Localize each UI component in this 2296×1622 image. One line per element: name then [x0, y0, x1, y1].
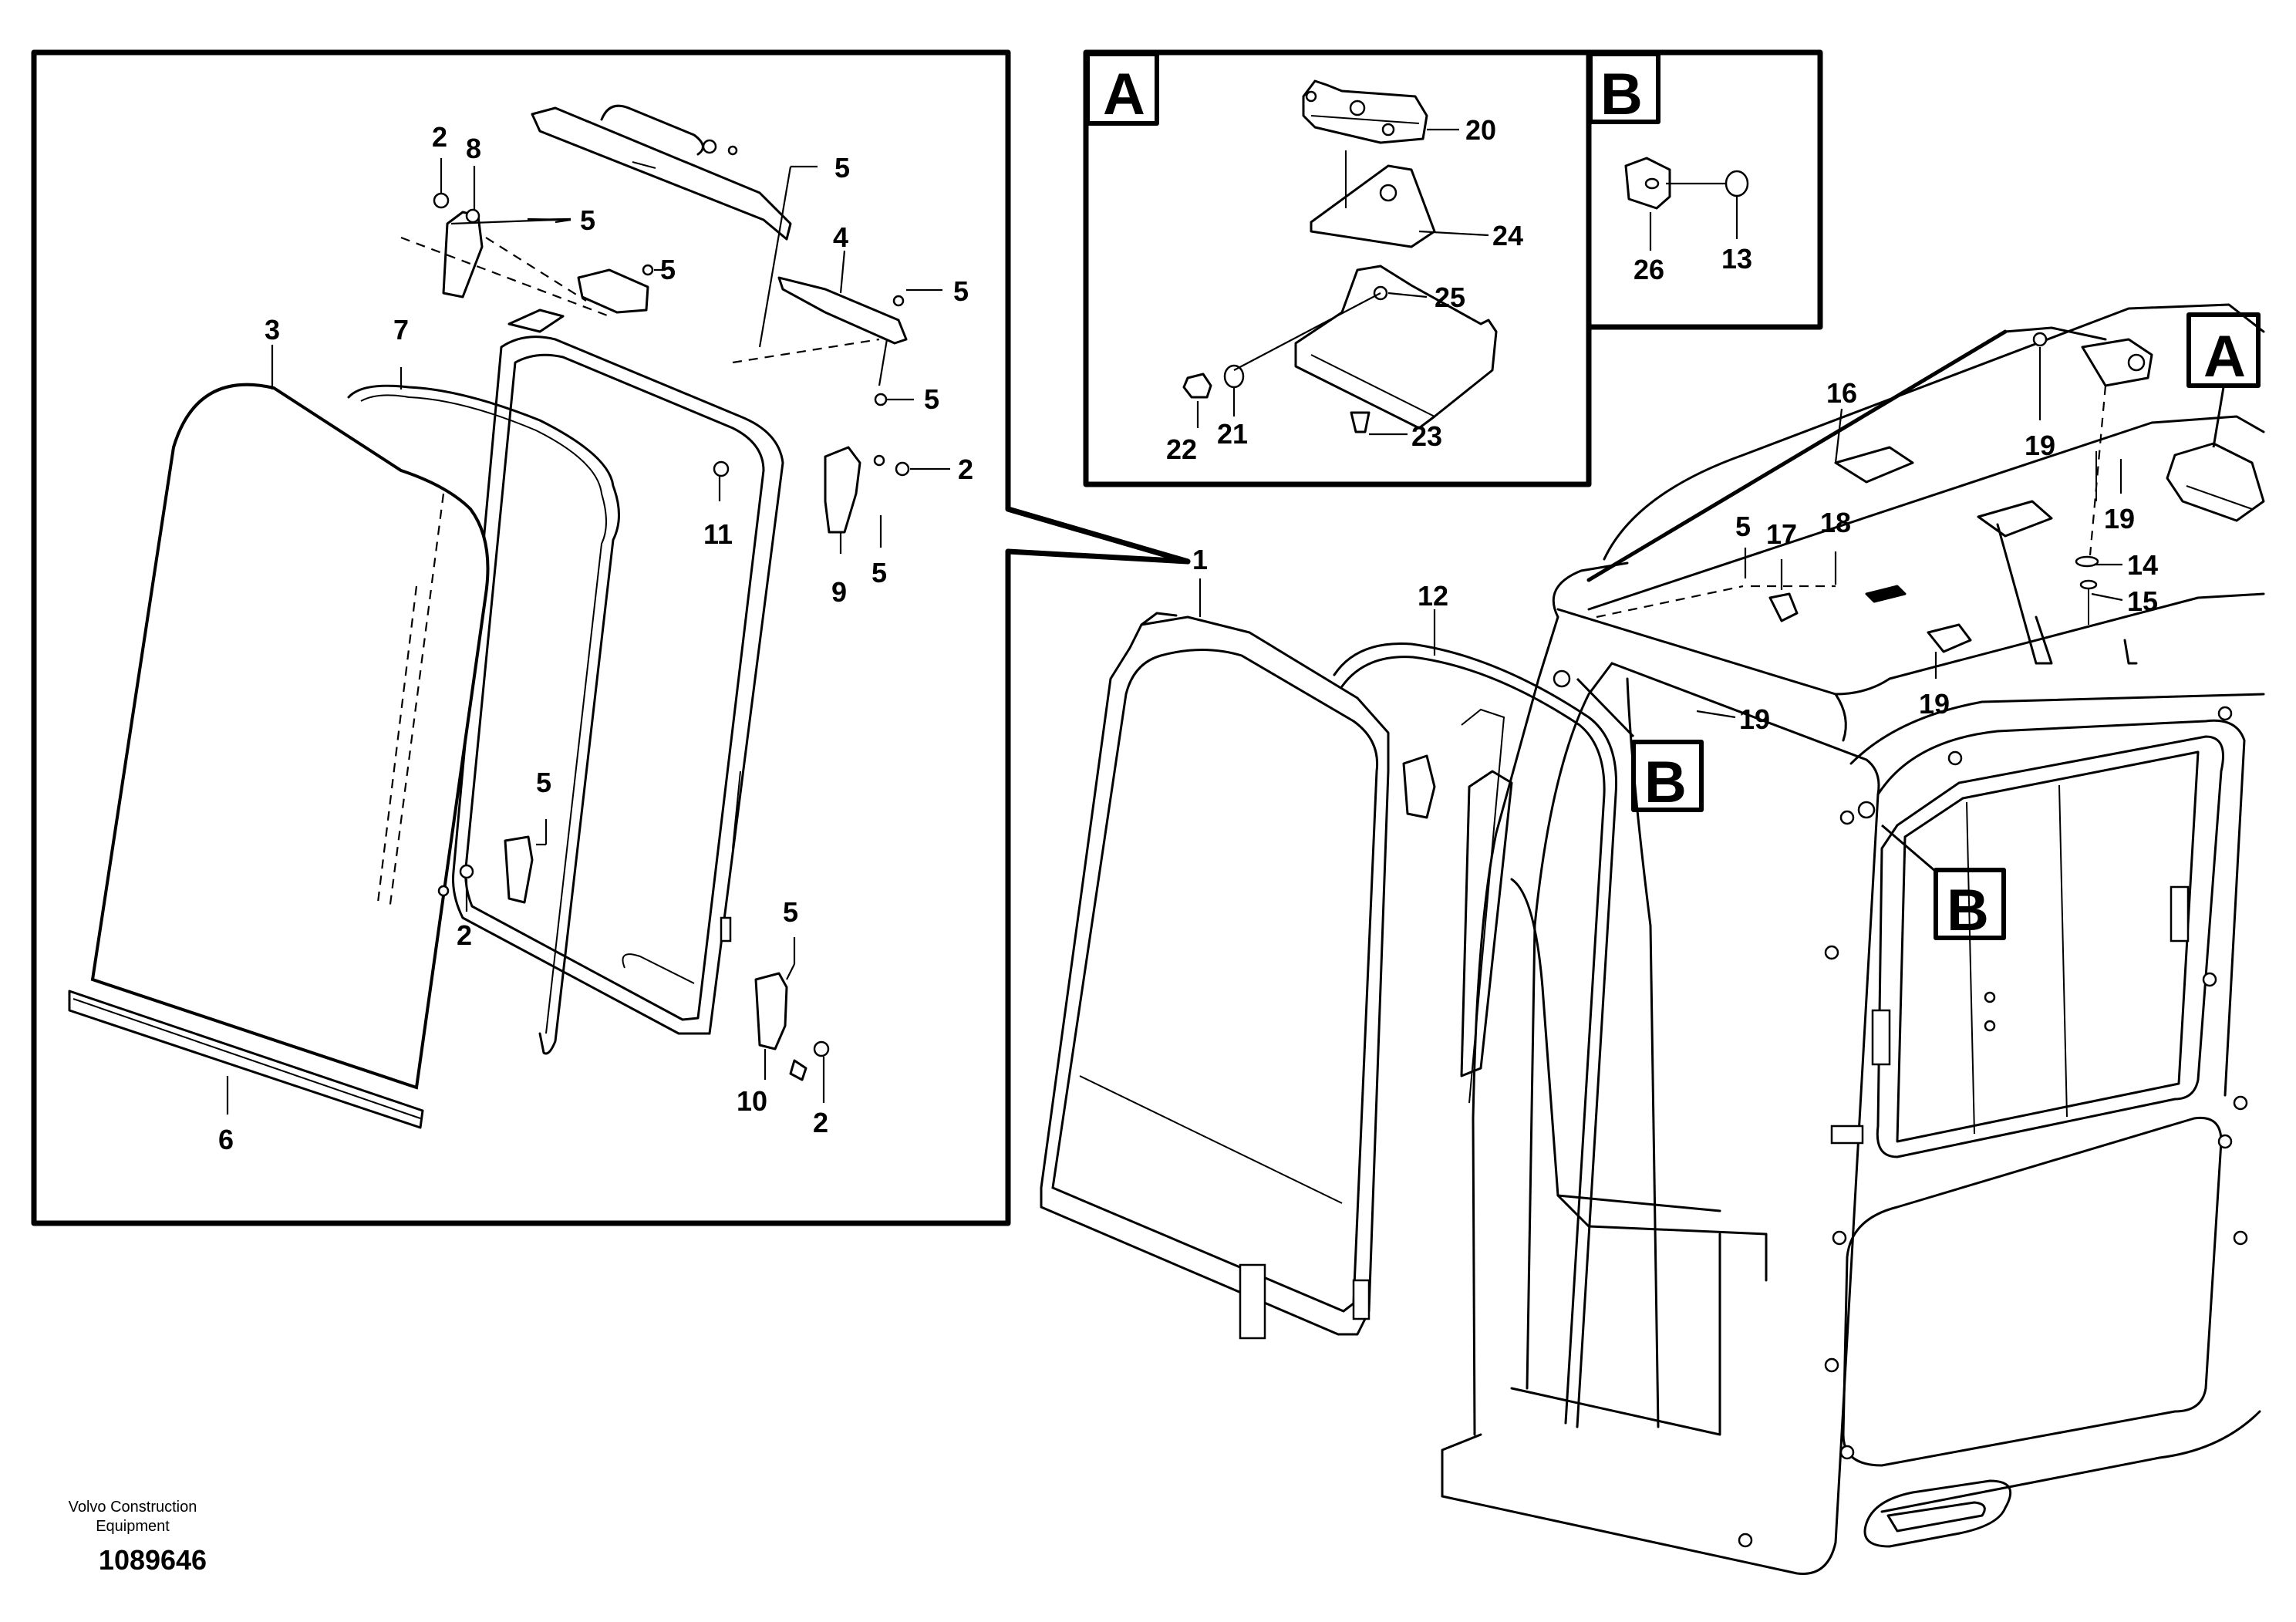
detail-b-locator: B: [1881, 824, 2006, 943]
company-name: Volvo Construction: [69, 1499, 197, 1516]
lower-glass-bracket: [437, 835, 534, 904]
detail-a-box: A 20 24 25 22 21 23: [1083, 49, 1592, 487]
callout-5: 5: [834, 152, 850, 184]
hinge-part-10: [754, 972, 830, 1081]
callout-19: 19: [2025, 430, 2055, 461]
bolt-part-11: [713, 460, 730, 477]
callout-5: 5: [872, 557, 887, 588]
callout-5: 5: [580, 204, 595, 236]
callout-7: 7: [393, 314, 409, 346]
callout-14: 14: [2127, 549, 2158, 581]
detail-a-key: A: [1103, 62, 1145, 127]
callout-2: 2: [958, 454, 973, 485]
guide-line: [485, 237, 587, 302]
detail-b-key: B: [1644, 750, 1687, 815]
detail-b-key: B: [1947, 878, 1989, 943]
callout-2: 2: [813, 1107, 828, 1138]
callout-18: 18: [1820, 507, 1851, 538]
callout-1: 1: [1192, 544, 1208, 575]
guide-line: [400, 236, 610, 318]
callout-25: 25: [1435, 282, 1465, 313]
callout-2: 2: [457, 919, 472, 951]
callout-21: 21: [1217, 418, 1248, 450]
callout-6: 6: [218, 1124, 234, 1155]
latch-bracket: [577, 264, 654, 314]
callout-24: 24: [1492, 220, 1523, 251]
seal-part-7: [347, 384, 620, 1055]
callout-17: 17: [1766, 518, 1797, 550]
lock-rod-part-4: [777, 276, 908, 406]
seal-part-12: [1333, 642, 1618, 1428]
hinge-part-9: [824, 446, 910, 534]
door-exploded-inset: 2 8 5 5 5 4 5 5 3 7 2 11 9 5 5 2 5 10 2 …: [31, 49, 1191, 1226]
callout-13: 13: [1721, 243, 1752, 275]
callout-4: 4: [833, 221, 848, 253]
detail-a-key: A: [2203, 324, 2246, 389]
company-name-line2: Equipment: [96, 1518, 170, 1535]
glass-pane-part-3: [90, 383, 490, 1090]
cab-roof-components: 16 19 19 14 15 5 17 18 19 19: [1586, 326, 2265, 735]
callout-12: 12: [1418, 580, 1448, 612]
footer: Volvo Construction Equipment 1089646: [69, 1499, 207, 1576]
inset-pointer: [1005, 506, 1191, 565]
callout-26: 26: [1633, 254, 1664, 285]
door-assembly-part-1: [1040, 612, 1436, 1340]
callout-16: 16: [1826, 377, 1857, 409]
callout-5: 5: [924, 383, 939, 415]
callout-5: 5: [536, 767, 551, 798]
callout-3: 3: [265, 314, 280, 346]
guide-line: [732, 338, 880, 364]
callout-5: 5: [660, 254, 676, 285]
bottom-strip-part-6: [68, 990, 424, 1129]
callout-5: 5: [783, 896, 798, 928]
callout-11: 11: [703, 518, 733, 550]
cab-body: [1441, 303, 2265, 1575]
callout-15: 15: [2127, 585, 2158, 617]
detail-b-box: B 26 13: [1586, 49, 1823, 330]
detail-b-locator: B: [1576, 677, 1704, 815]
callout-19: 19: [1739, 703, 1770, 735]
callout-19: 19: [1919, 688, 1950, 720]
callout-10: 10: [737, 1085, 767, 1117]
callout-8: 8: [466, 133, 481, 164]
drawing-number: 1089646: [99, 1544, 207, 1576]
callout-5: 5: [1735, 511, 1751, 542]
detail-a-locator: A: [2186, 312, 2261, 448]
upper-handle-bracket: [531, 104, 792, 241]
callout-9: 9: [831, 576, 847, 608]
callout-5: 5: [953, 275, 969, 307]
detail-b-key: B: [1600, 62, 1643, 127]
callout-23: 23: [1411, 420, 1442, 452]
callout-19: 19: [2104, 503, 2135, 534]
callout-22: 22: [1166, 433, 1197, 465]
striker-part-8: [433, 192, 484, 298]
door-frame-inset: [452, 309, 784, 1035]
callout-20: 20: [1465, 114, 1496, 146]
callout-2: 2: [432, 121, 447, 153]
